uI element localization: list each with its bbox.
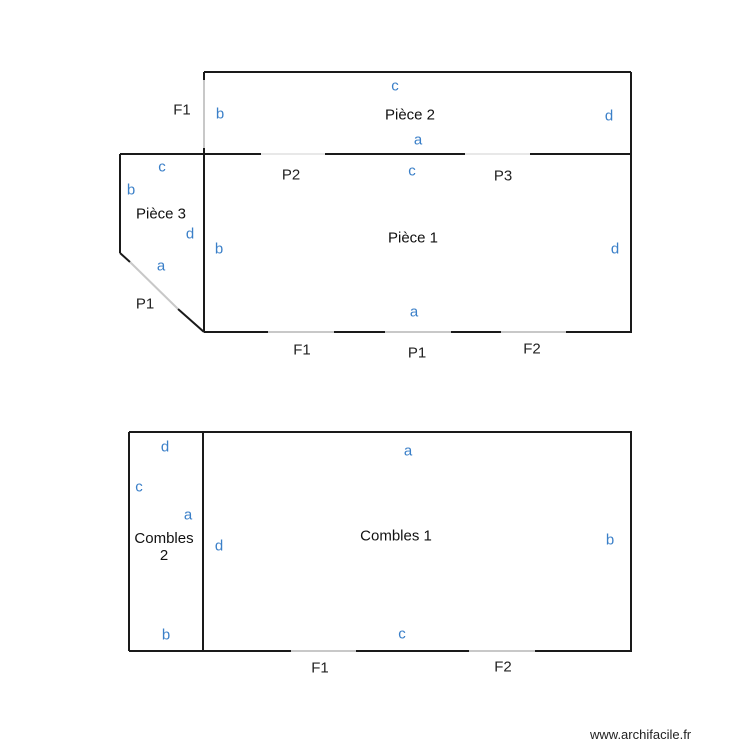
wall-label-piece1-d: d	[610, 240, 620, 258]
room-name-piece-2: Pièce 2	[384, 106, 436, 124]
room-name-combles-1: Combles 1	[360, 527, 432, 545]
room-name-piece-3: Pièce 3	[135, 205, 187, 223]
room-name-combles-2-line2: 2	[159, 547, 169, 564]
wall-label-piece1-c: c	[408, 162, 416, 180]
watermark: www.archifacile.fr	[590, 727, 692, 742]
wall-label-piece1-b: b	[214, 240, 224, 258]
opening-label-p1-piece3: P1	[135, 295, 155, 313]
opening-label-p1-piece1: P1	[407, 344, 427, 362]
wall-label-combles2-a: a	[183, 506, 193, 524]
wall-label-piece2-b: b	[215, 105, 225, 123]
room-name-combles-2: Combles 2	[134, 530, 193, 564]
wall-label-piece3-a: a	[156, 257, 166, 275]
opening-label-f1-piece2: F1	[173, 101, 191, 119]
opening-label-f1-piece1: F1	[293, 341, 311, 359]
room-piece-1-walls	[203, 154, 632, 333]
opening-label-f2-combles1: F2	[494, 658, 512, 676]
room-name-combles-2-line1: Combles	[134, 530, 194, 547]
wall-label-combles1-c: c	[398, 625, 406, 643]
opening-label-p3: P3	[493, 167, 513, 185]
wall-label-piece2-c: c	[391, 77, 399, 95]
wall-label-combles2-c: c	[135, 478, 143, 496]
room-piece-3-walls	[119, 154, 205, 333]
wall-label-combles2-d: d	[160, 438, 170, 456]
opening-label-p2: P2	[281, 166, 301, 184]
wall-label-combles1-b: b	[605, 531, 615, 549]
wall-label-piece2-d: d	[604, 107, 614, 125]
wall-label-piece3-b: b	[126, 181, 136, 199]
door-p1-piece3[interactable]	[129, 261, 179, 310]
wall-label-piece3-c: c	[158, 158, 166, 176]
combles-walls	[128, 431, 632, 652]
wall-label-combles1-d: d	[214, 537, 224, 555]
wall-label-piece2-a: a	[413, 131, 423, 149]
wall-label-piece3-d: d	[185, 225, 195, 243]
wall-label-combles2-b: b	[161, 626, 171, 644]
opening-label-f1-combles1: F1	[311, 659, 329, 677]
opening-label-f2-piece1: F2	[523, 340, 541, 358]
wall-label-piece1-a: a	[409, 303, 419, 321]
room-piece-2-walls	[203, 71, 632, 154]
room-name-piece-1: Pièce 1	[387, 229, 439, 247]
wall-label-combles1-a: a	[403, 442, 413, 460]
